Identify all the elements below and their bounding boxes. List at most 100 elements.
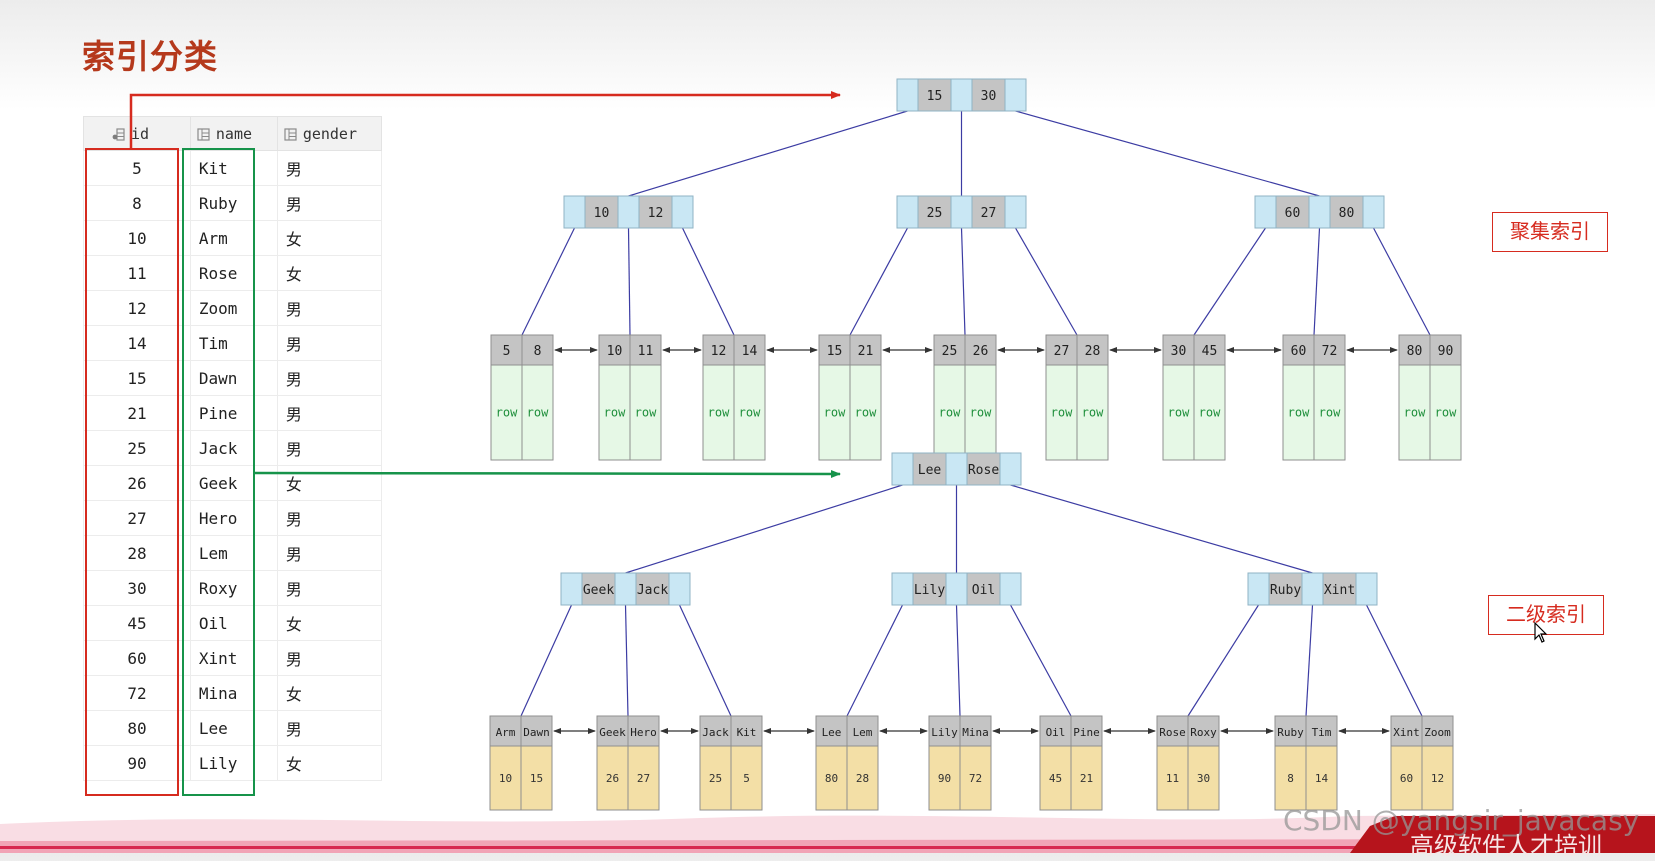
leaf-key-cell (1390, 715, 1423, 747)
cell-gender[interactable]: 女 (276, 745, 383, 781)
leaf-key-label: Hero (630, 726, 657, 739)
cell-gender[interactable]: 男 (276, 430, 383, 466)
cell-id[interactable]: 10 (83, 220, 191, 256)
cell-name[interactable]: Xint (189, 640, 278, 676)
primary-key-value-label: 27 (637, 772, 650, 785)
cell-id[interactable]: 11 (83, 255, 191, 291)
clustered-index-label: 聚集索引 (1492, 212, 1608, 252)
cell-name[interactable]: Mina (189, 675, 278, 711)
primary-key-value-label: 14 (1315, 772, 1329, 785)
pointer-cell (945, 452, 968, 486)
cell-id[interactable]: 72 (83, 675, 191, 711)
cell-gender[interactable]: 女 (276, 675, 383, 711)
leaf-key-cell (520, 715, 553, 747)
key-cell (917, 78, 952, 112)
cell-name[interactable]: Ruby (189, 185, 278, 221)
leaf-key-cell (1156, 715, 1189, 747)
cell-name[interactable]: Roxy (189, 570, 278, 606)
primary-key-value-cell (699, 745, 732, 811)
cell-gender[interactable]: 女 (276, 220, 383, 256)
leaf-key-cell (596, 715, 629, 747)
cell-id[interactable]: 45 (83, 605, 191, 641)
tree-edge (520, 604, 573, 717)
key-label: 12 (648, 206, 664, 221)
cell-gender[interactable]: 男 (276, 360, 383, 396)
primary-key-value-cell (1421, 745, 1454, 811)
cell-name[interactable]: Oil (189, 605, 278, 641)
leaf-key-cell (521, 334, 554, 366)
row-data-label: row (1082, 406, 1104, 420)
pointer-cell (1254, 195, 1277, 229)
tree-edge (1313, 227, 1321, 336)
primary-key-column-icon (112, 127, 125, 141)
primary-key-value-label: 80 (825, 772, 838, 785)
column-icon (197, 127, 210, 141)
cell-gender[interactable]: 男 (276, 640, 383, 676)
cell-id[interactable]: 27 (83, 500, 191, 536)
cell-name[interactable]: Lem (189, 535, 278, 571)
cell-gender[interactable]: 男 (276, 150, 383, 186)
cell-name[interactable]: Geek (189, 465, 278, 501)
cell-gender[interactable]: 男 (276, 535, 383, 571)
primary-key-value-label: 10 (499, 772, 512, 785)
tree-edge (625, 484, 903, 574)
row-data-cell (849, 364, 882, 461)
cell-name[interactable]: Lily (189, 745, 278, 781)
primary-key-value-cell (815, 745, 848, 811)
cell-id[interactable]: 90 (83, 745, 191, 781)
cell-gender[interactable]: 男 (276, 325, 383, 361)
cell-gender[interactable]: 男 (276, 290, 383, 326)
row-data-label: row (1199, 406, 1221, 420)
pointer-cell (560, 572, 583, 606)
column-header-id[interactable]: id (83, 116, 191, 151)
column-header-name[interactable]: name (189, 116, 278, 151)
cell-name[interactable]: Rose (189, 255, 278, 291)
column-header-label: gender (302, 124, 357, 143)
key-cell (912, 572, 947, 606)
cell-name[interactable]: Hero (189, 500, 278, 536)
primary-key-value-label: 72 (969, 772, 982, 785)
row-data-label: row (1319, 406, 1341, 420)
key-label: 30 (981, 89, 997, 104)
table-header-row: id name gender (83, 116, 383, 151)
cell-id[interactable]: 26 (83, 465, 191, 501)
cell-name[interactable]: Arm (189, 220, 278, 256)
leaf-key-label: Kit (737, 726, 757, 739)
cell-gender[interactable]: 男 (276, 500, 383, 536)
cell-gender[interactable]: 男 (276, 395, 383, 431)
cell-gender[interactable]: 女 (276, 465, 383, 501)
cell-name[interactable]: Pine (189, 395, 278, 431)
cell-gender[interactable]: 男 (276, 185, 383, 221)
leaf-key-cell (959, 715, 992, 747)
cell-id[interactable]: 80 (83, 710, 191, 746)
primary-key-value-cell (730, 745, 763, 811)
pointer-cell (950, 195, 973, 229)
row-data-cell (1193, 364, 1226, 461)
pointer-cell (1004, 195, 1027, 229)
column-header-gender[interactable]: gender (276, 116, 383, 151)
cell-id[interactable]: 25 (83, 430, 191, 466)
cell-id[interactable]: 28 (83, 535, 191, 571)
cell-id[interactable]: 12 (83, 290, 191, 326)
leaf-key-label: 12 (711, 344, 727, 359)
key-cell (635, 572, 670, 606)
cell-name[interactable]: Jack (189, 430, 278, 466)
cell-name[interactable]: Dawn (189, 360, 278, 396)
